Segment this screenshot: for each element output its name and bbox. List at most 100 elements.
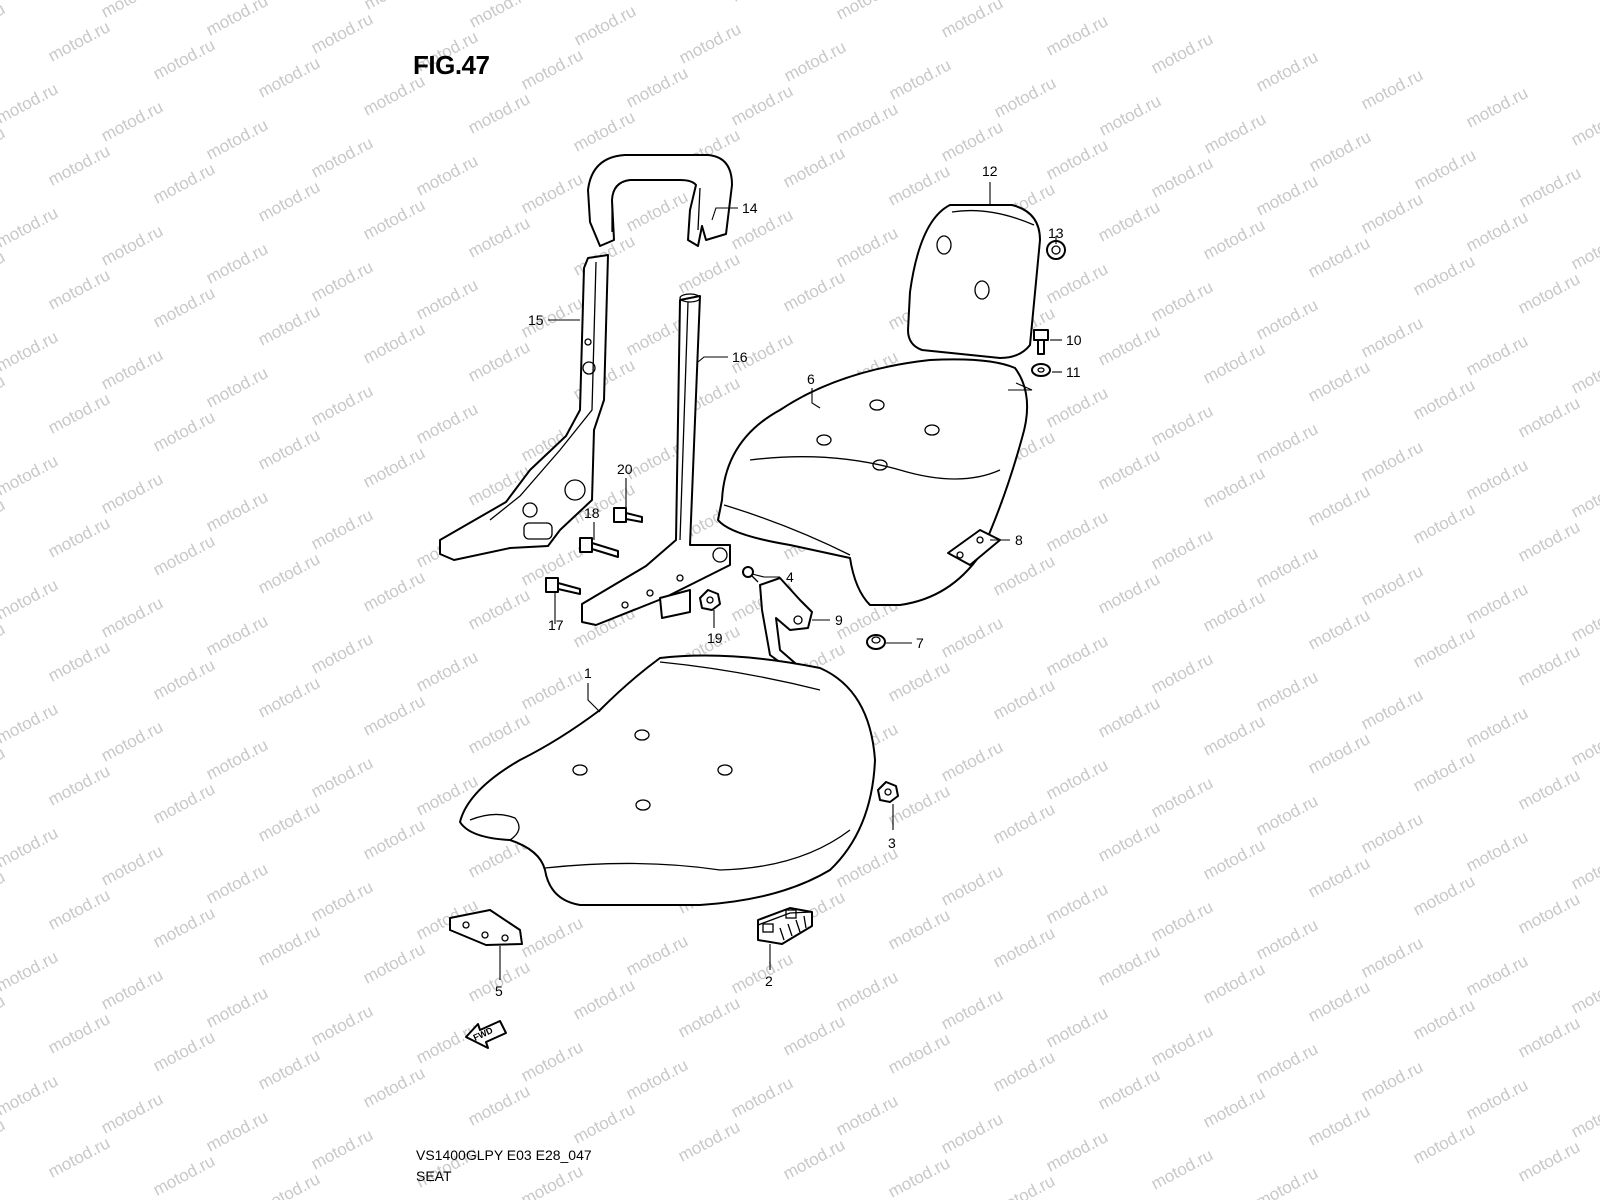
- callout-14: 14: [742, 200, 758, 216]
- watermark-text: motod.ru: [465, 585, 533, 633]
- watermark-text: motod.ru: [1148, 897, 1216, 945]
- watermark-text: motod.ru: [1201, 109, 1269, 157]
- watermark-text: motod.ru: [1463, 1075, 1531, 1123]
- watermark-text: motod.ru: [1463, 951, 1531, 999]
- watermark-text: motod.ru: [1358, 1057, 1426, 1105]
- watermark-text: motod.ru: [45, 17, 113, 65]
- watermark-text: motod.ru: [45, 761, 113, 809]
- watermark-text: motod.ru: [1148, 277, 1216, 325]
- watermark-text: motod.ru: [1096, 91, 1164, 139]
- bolt-18-part: [579, 537, 619, 558]
- watermark-text: motod.ru: [150, 655, 218, 703]
- watermark-text: motod.ru: [1095, 569, 1163, 617]
- watermark-text: motod.ru: [1305, 853, 1373, 901]
- watermark-text: motod.ru: [1253, 1039, 1321, 1087]
- watermark-text: motod.ru: [98, 965, 166, 1013]
- watermark-text: motod.ru: [518, 45, 586, 93]
- watermark-text: motod.ru: [1200, 959, 1268, 1007]
- watermark-text: motod.ru: [98, 97, 166, 145]
- watermark-text: motod.ru: [1305, 977, 1373, 1025]
- watermark-text: motod.ru: [1358, 685, 1426, 733]
- callout-9: 9: [835, 612, 843, 628]
- watermark-text: motod.ru: [45, 637, 113, 685]
- watermark-text: motod.ru: [361, 0, 429, 14]
- watermark-text: motod.ru: [98, 469, 166, 517]
- watermark-text: motod.ru: [0, 743, 8, 791]
- watermark-text: motod.ru: [938, 985, 1006, 1033]
- watermark-text: motod.ru: [833, 99, 901, 147]
- watermark-text: motod.ru: [0, 495, 8, 543]
- watermark-text: motod.ru: [885, 905, 953, 953]
- watermark-text: motod.ru: [308, 753, 376, 801]
- watermark-text: motod.ru: [203, 239, 271, 287]
- watermark-text: motod.ru: [1410, 995, 1478, 1043]
- callout-11: 11: [1066, 364, 1081, 380]
- watermark-text: motod.ru: [728, 81, 796, 129]
- watermark-text: motod.ru: [833, 1091, 901, 1139]
- watermark-text: motod.ru: [1515, 889, 1583, 937]
- watermark-text: motod.ru: [518, 1161, 586, 1200]
- left-backrest-frame-part: [439, 254, 609, 561]
- watermark-text: motod.ru: [990, 1047, 1058, 1095]
- watermark-text: motod.ru: [413, 647, 481, 695]
- watermark-text: motod.ru: [571, 1, 639, 49]
- nut-13-part: [1046, 240, 1066, 260]
- watermark-text: motod.ru: [255, 921, 323, 969]
- callout-5: 5: [495, 983, 503, 999]
- leader-lines: [499, 182, 1062, 980]
- watermark-text: motod.ru: [360, 443, 428, 491]
- watermark-text: motod.ru: [518, 913, 586, 961]
- watermark-text: motod.ru: [413, 275, 481, 323]
- watermark-text: motod.ru: [98, 841, 166, 889]
- figure-title: FIG.47: [413, 50, 490, 80]
- watermark-text: motod.ru: [0, 699, 61, 747]
- watermark-text: motod.ru: [1148, 29, 1216, 77]
- watermark-text: motod.ru: [360, 939, 428, 987]
- watermark-text: motod.ru: [466, 0, 534, 32]
- bumper-2-part: [757, 907, 813, 945]
- watermark-text: motod.ru: [150, 779, 218, 827]
- front-bracket-5-part: [449, 909, 523, 946]
- watermark-text: motod.ru: [203, 115, 271, 163]
- watermark-text: motod.ru: [886, 55, 954, 103]
- washer-11-part: [1031, 363, 1051, 377]
- model-code: VS1400GLPY E03 E28_047: [416, 1147, 592, 1163]
- watermark-text: motod.ru: [1043, 383, 1111, 431]
- watermark-text: motod.ru: [1043, 11, 1111, 59]
- watermark-text: motod.ru: [255, 425, 323, 473]
- watermark-text: motod.ru: [885, 161, 953, 209]
- watermark-text: motod.ru: [1253, 543, 1321, 591]
- callout-20: 20: [617, 461, 633, 477]
- watermark-text: motod.ru: [1253, 171, 1321, 219]
- watermark-text: motod.ru: [255, 177, 323, 225]
- watermark-text: motod.ru: [1148, 1145, 1216, 1193]
- watermark-text: motod.ru: [780, 143, 848, 191]
- watermark-text: motod.ru: [308, 629, 376, 677]
- backrest-pad-part: [907, 204, 1041, 359]
- watermark-text: motod.ru: [1095, 321, 1163, 369]
- watermark-text: motod.ru: [0, 371, 8, 419]
- watermark-text: motod.ru: [1515, 641, 1583, 689]
- watermark-text: motod.ru: [1463, 455, 1531, 503]
- passenger-seat-part: [717, 358, 1029, 606]
- nut-3-part: [877, 781, 899, 803]
- watermark-text: motod.ru: [1253, 295, 1321, 343]
- watermark-text: motod.ru: [150, 531, 218, 579]
- watermark-text: motod.ru: [203, 0, 271, 40]
- watermark-text: motod.ru: [1305, 233, 1373, 281]
- watermark-text: motod.ru: [885, 1029, 953, 1077]
- watermark-text: motod.ru: [0, 451, 61, 499]
- watermark-text: motod.ru: [45, 141, 113, 189]
- watermark-text: motod.ru: [413, 151, 481, 199]
- watermark-text: motod.ru: [255, 673, 323, 721]
- watermark-text: motod.ru: [255, 53, 323, 101]
- watermark-text: motod.ru: [1253, 1163, 1321, 1200]
- watermark-text: motod.ru: [1568, 845, 1600, 893]
- watermark-text: motod.ru: [1148, 401, 1216, 449]
- watermark-text: motod.ru: [1515, 765, 1583, 813]
- watermark-text: motod.ru: [1200, 463, 1268, 511]
- watermark-text: motod.ru: [1568, 473, 1600, 521]
- watermark-text: motod.ru: [728, 1073, 796, 1121]
- watermark-text: motod.ru: [1305, 481, 1373, 529]
- watermark-text: motod.ru: [1148, 1021, 1216, 1069]
